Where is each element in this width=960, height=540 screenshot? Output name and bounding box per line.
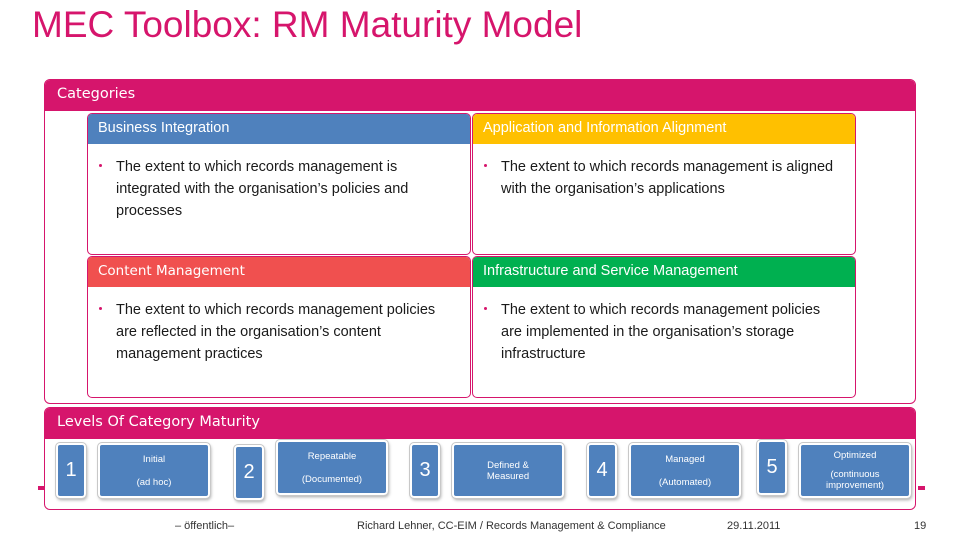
category-description: The extent to which records management i…: [473, 144, 855, 200]
category-title: Content Management: [88, 257, 470, 287]
footer-page-number: 19: [914, 520, 927, 532]
category-title: Infrastructure and Service Management: [473, 257, 855, 287]
level-1-label: Initial (ad hoc): [97, 442, 211, 499]
level-4-label: Managed (Automated): [628, 442, 742, 499]
footer-author: Richard Lehner, CC-EIM / Records Managem…: [357, 520, 666, 532]
category-title: Application and Information Alignment: [473, 114, 855, 144]
bullet-icon: [99, 307, 102, 310]
category-description: The extent to which records management i…: [88, 144, 470, 222]
level-3-label: Defined & Measured: [451, 442, 565, 499]
category-business-integration: Business Integration The extent to which…: [87, 113, 471, 255]
category-title: Business Integration: [88, 114, 470, 144]
categories-panel: Categories Business Integration The exte…: [44, 79, 916, 404]
level-4-number: 4: [586, 442, 618, 499]
level-5-number: 5: [756, 439, 788, 496]
levels-heading: Levels Of Category Maturity: [45, 408, 915, 439]
bullet-icon: [484, 307, 487, 310]
category-description: The extent to which records management p…: [473, 287, 855, 365]
slide-title: MEC Toolbox: RM Maturity Model: [32, 4, 583, 45]
decorative-dash: [38, 486, 45, 490]
level-3-number: 3: [409, 442, 441, 499]
category-content-management: Content Management The extent to which r…: [87, 256, 471, 398]
bullet-icon: [484, 164, 487, 167]
categories-heading: Categories: [45, 80, 915, 111]
footer-classification: – öffentlich–: [175, 520, 235, 532]
decorative-dash: [918, 486, 925, 490]
category-infrastructure: Infrastructure and Service Management Th…: [472, 256, 856, 398]
bullet-icon: [99, 164, 102, 167]
category-application-alignment: Application and Information Alignment Th…: [472, 113, 856, 255]
level-1-number: 1: [55, 442, 87, 499]
category-description: The extent to which records management p…: [88, 287, 470, 365]
footer-date: 29.11.2011: [727, 520, 781, 532]
level-5-label: Optimized (continuous improvement): [798, 442, 912, 499]
level-2-label: Repeatable (Documented): [275, 439, 389, 496]
level-2-number: 2: [233, 444, 265, 501]
